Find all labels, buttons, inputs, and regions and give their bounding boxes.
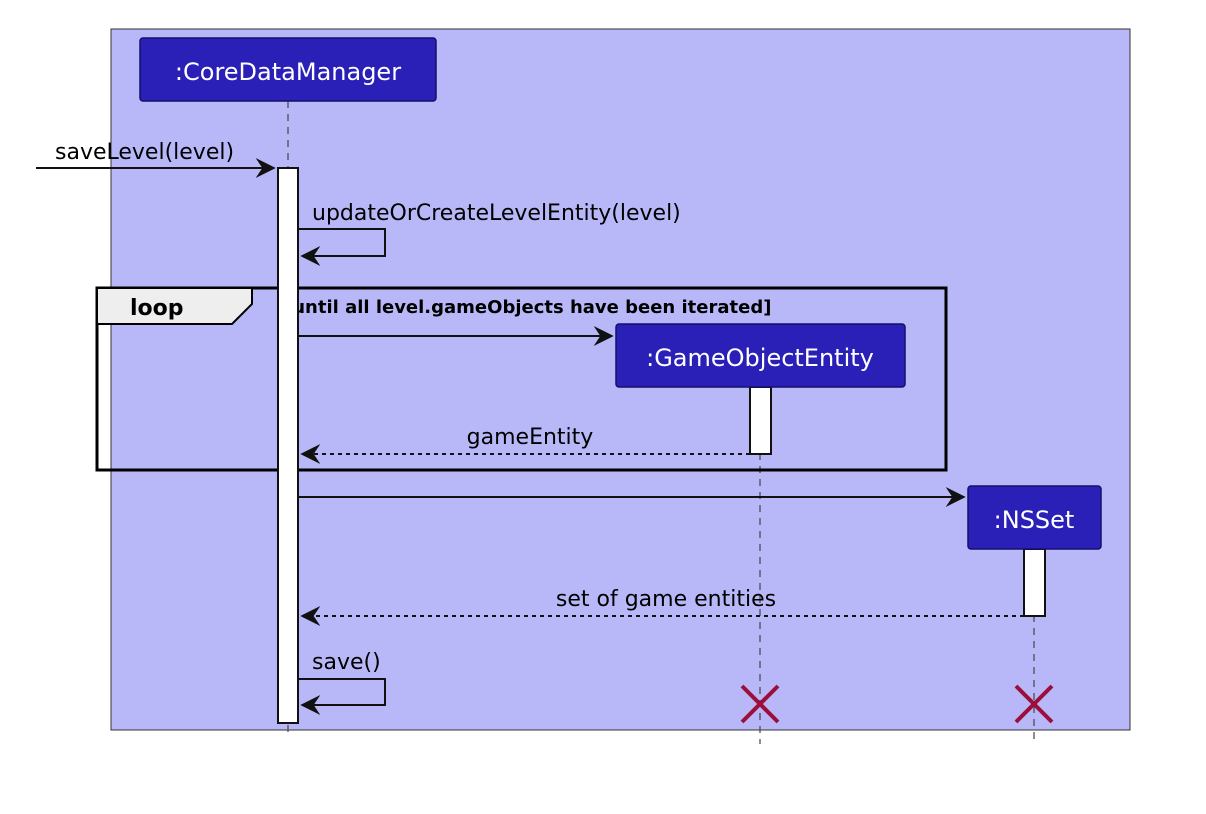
participant-game-object-entity-label: :GameObjectEntity: [646, 344, 874, 372]
loop-frame: [95, 286, 948, 472]
participant-core-data-manager-label: :CoreDataManager: [175, 58, 401, 86]
message-save-label: save(): [312, 650, 381, 675]
message-set-return-label: set of game entities: [556, 587, 776, 612]
loop-guard: [until all level.gameObjects have been i…: [284, 297, 771, 318]
activation-game-object-entity: [749, 386, 772, 455]
destroy-mark-game-object-entity-icon: [740, 684, 780, 724]
participant-ns-set[interactable]: :NSSet: [967, 485, 1102, 550]
message-save-level: saveLevel(level): [36, 140, 276, 178]
loop-keyword: loop: [130, 296, 184, 321]
message-save: save(): [298, 650, 386, 715]
activation-ns-set: [1023, 548, 1046, 617]
activation-core-data-manager: [277, 167, 299, 724]
message-game-entity-return: gameEntity: [300, 425, 750, 464]
message-set-return: set of game entities: [300, 587, 1024, 626]
message-update-or-create: updateOrCreateLevelEntity(level): [298, 201, 681, 266]
participant-game-object-entity[interactable]: :GameObjectEntity: [615, 323, 906, 388]
message-save-level-label: saveLevel(level): [55, 140, 234, 165]
participant-ns-set-label: :NSSet: [994, 506, 1075, 534]
message-update-or-create-label: updateOrCreateLevelEntity(level): [312, 201, 681, 226]
destroy-mark-ns-set-icon: [1014, 684, 1054, 724]
participant-core-data-manager[interactable]: :CoreDataManager: [139, 37, 437, 102]
loop-fragment: loop [until all level.gameObjects have b…: [95, 286, 948, 472]
message-game-entity-return-label: gameEntity: [467, 425, 594, 450]
loop-label-tab: [96, 287, 253, 325]
